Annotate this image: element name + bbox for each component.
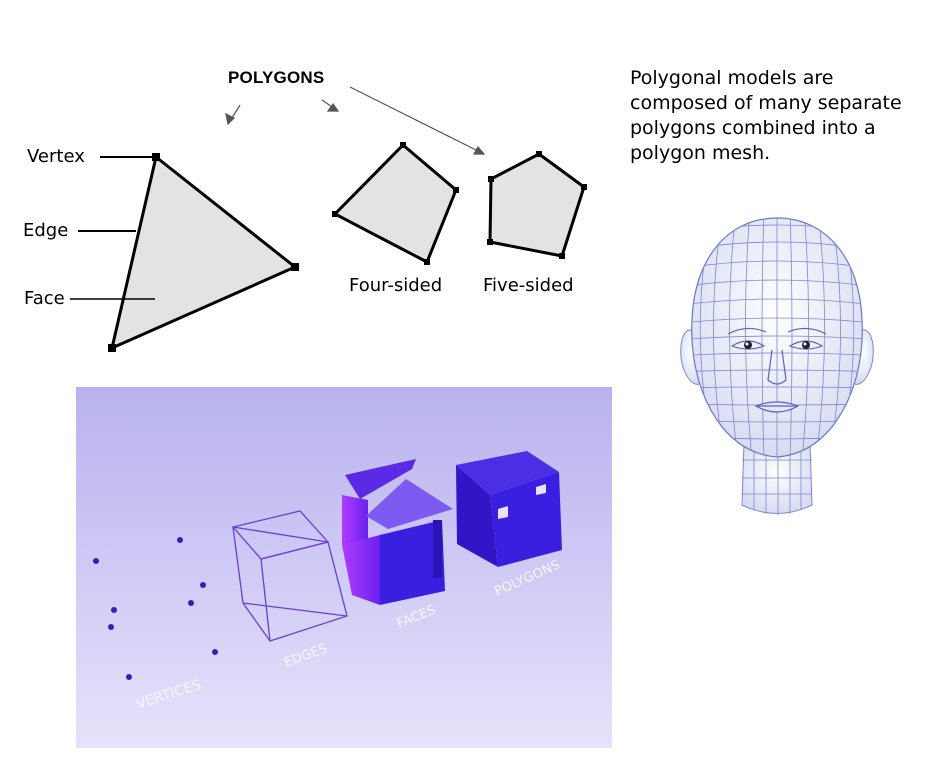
wireframe-head-icon xyxy=(680,217,874,515)
four-sided-label: Four-sided xyxy=(349,275,443,296)
mesh-elements-render: VERTICES EDGES FACES POLYGONS xyxy=(76,387,612,748)
vertex-marker-icon xyxy=(108,344,116,352)
five-sided-polygon xyxy=(488,152,586,258)
arrow-icon xyxy=(225,104,241,126)
triangle-face xyxy=(109,154,298,351)
diagram-title: POLYGONS xyxy=(228,68,325,87)
vertex-dots xyxy=(93,537,218,680)
vertex-marker-icon xyxy=(152,153,160,161)
edges-wireframe-cube xyxy=(231,510,348,642)
polygons-cube xyxy=(456,451,562,567)
edge-label: Edge xyxy=(23,220,69,241)
polygon-diagram xyxy=(70,86,587,352)
five-sided-label: Five-sided xyxy=(483,275,574,296)
four-sided-polygon xyxy=(332,142,458,265)
face-label: Face xyxy=(24,288,65,309)
caption-text: Polygonal models are composed of many se… xyxy=(630,67,902,164)
arrow-icon xyxy=(321,99,340,112)
vertex-label: Vertex xyxy=(27,146,85,167)
arrow-icon xyxy=(349,86,486,155)
vertex-marker-icon xyxy=(291,263,299,271)
faces-cube xyxy=(342,459,453,605)
